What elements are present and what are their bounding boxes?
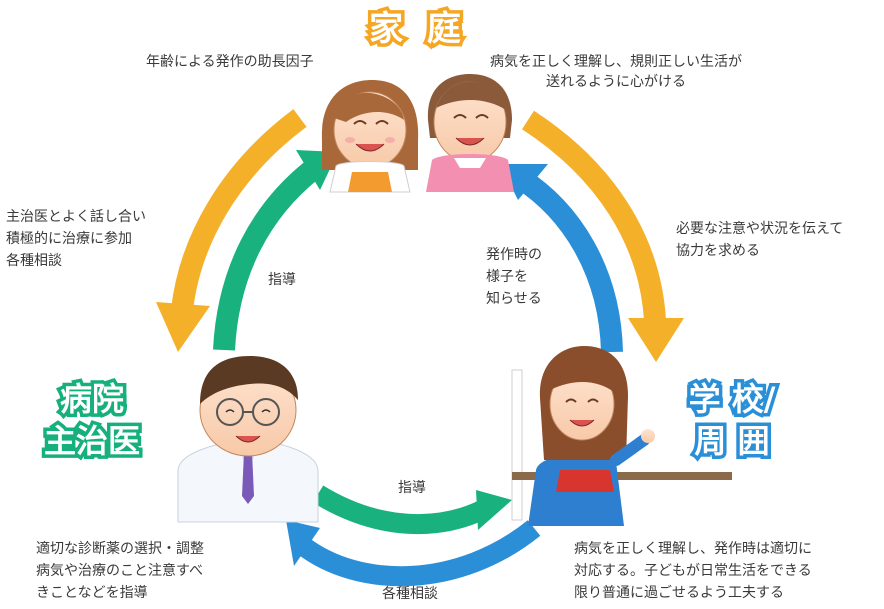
left-arrow-line1: 主治医とよく話し合い <box>6 209 146 225</box>
family-title: 家 庭 <box>369 9 467 49</box>
blue-up-line3: 知らせる <box>486 291 542 307</box>
blue-arrow-up <box>500 164 623 353</box>
mother-illustration <box>321 80 419 193</box>
doctor-illustration <box>177 356 319 523</box>
hospital-title-line1: 病院 <box>60 380 124 418</box>
right-arrow-line2: 協力を求める <box>676 243 760 259</box>
left-arrow-note: 主治医とよく話し合い 積極的に治療に参加 各種相談 <box>6 206 146 272</box>
green-arrow-bottom <box>312 485 512 535</box>
family-factor-label: 年齢による発作の助長因子 <box>146 54 314 70</box>
school-title-line1: 学 校/ <box>689 380 776 418</box>
hospital-note-line1: 適切な診断薬の選択・調整 <box>36 541 204 557</box>
blue-arrow-bottom <box>286 520 541 587</box>
school-title-line2: 周 囲 <box>694 422 769 460</box>
father-illustration <box>426 74 514 192</box>
hospital-note-line2: 病気や治療のこと注意すべ <box>36 563 204 579</box>
school-note-line3: 限り普通に過ごせるよう工夫する <box>574 585 784 601</box>
hospital-note: 適切な診断薬の選択・調整 病気や治療のこと注意すべ きことなどを指導 <box>36 538 204 604</box>
school-note-line2: 対応する。子どもが日常生活をできる <box>574 563 812 579</box>
orange-arrow-right <box>522 110 684 362</box>
left-arrow-line3: 各種相談 <box>6 253 62 269</box>
hospital-title-line2: 主治医 <box>44 422 140 460</box>
school-note-line1: 病気を正しく理解し、発作時は適切に <box>574 541 812 557</box>
right-arrow-note: 必要な注意や状況を伝えて 協力を求める <box>676 218 843 262</box>
blue-up-note: 発作時の 様子を 知らせる <box>486 244 542 310</box>
family-note: 病気を正しく理解し、規則正しい生活が 送れるように心がける <box>466 52 766 92</box>
left-arrow-line2: 積極的に治療に参加 <box>6 231 132 247</box>
family-note-line2: 送れるように心がける <box>546 74 686 90</box>
blue-up-line2: 様子を <box>486 269 528 285</box>
teacher-illustration <box>511 346 732 526</box>
orange-arrow-left <box>156 109 307 352</box>
blue-up-line1: 発作時の <box>486 247 542 263</box>
bottom-blue-label: 各種相談 <box>382 586 438 602</box>
right-arrow-line1: 必要な注意や状況を伝えて <box>676 221 844 237</box>
hospital-note-line3: きことなどを指導 <box>36 585 148 601</box>
school-note: 病気を正しく理解し、発作時は適切に 対応する。子どもが日常生活をできる 限り普通… <box>574 538 812 604</box>
bottom-green-label: 指導 <box>398 480 426 496</box>
green-up-label: 指導 <box>268 272 296 288</box>
family-note-line1: 病気を正しく理解し、規則正しい生活が <box>490 54 742 70</box>
